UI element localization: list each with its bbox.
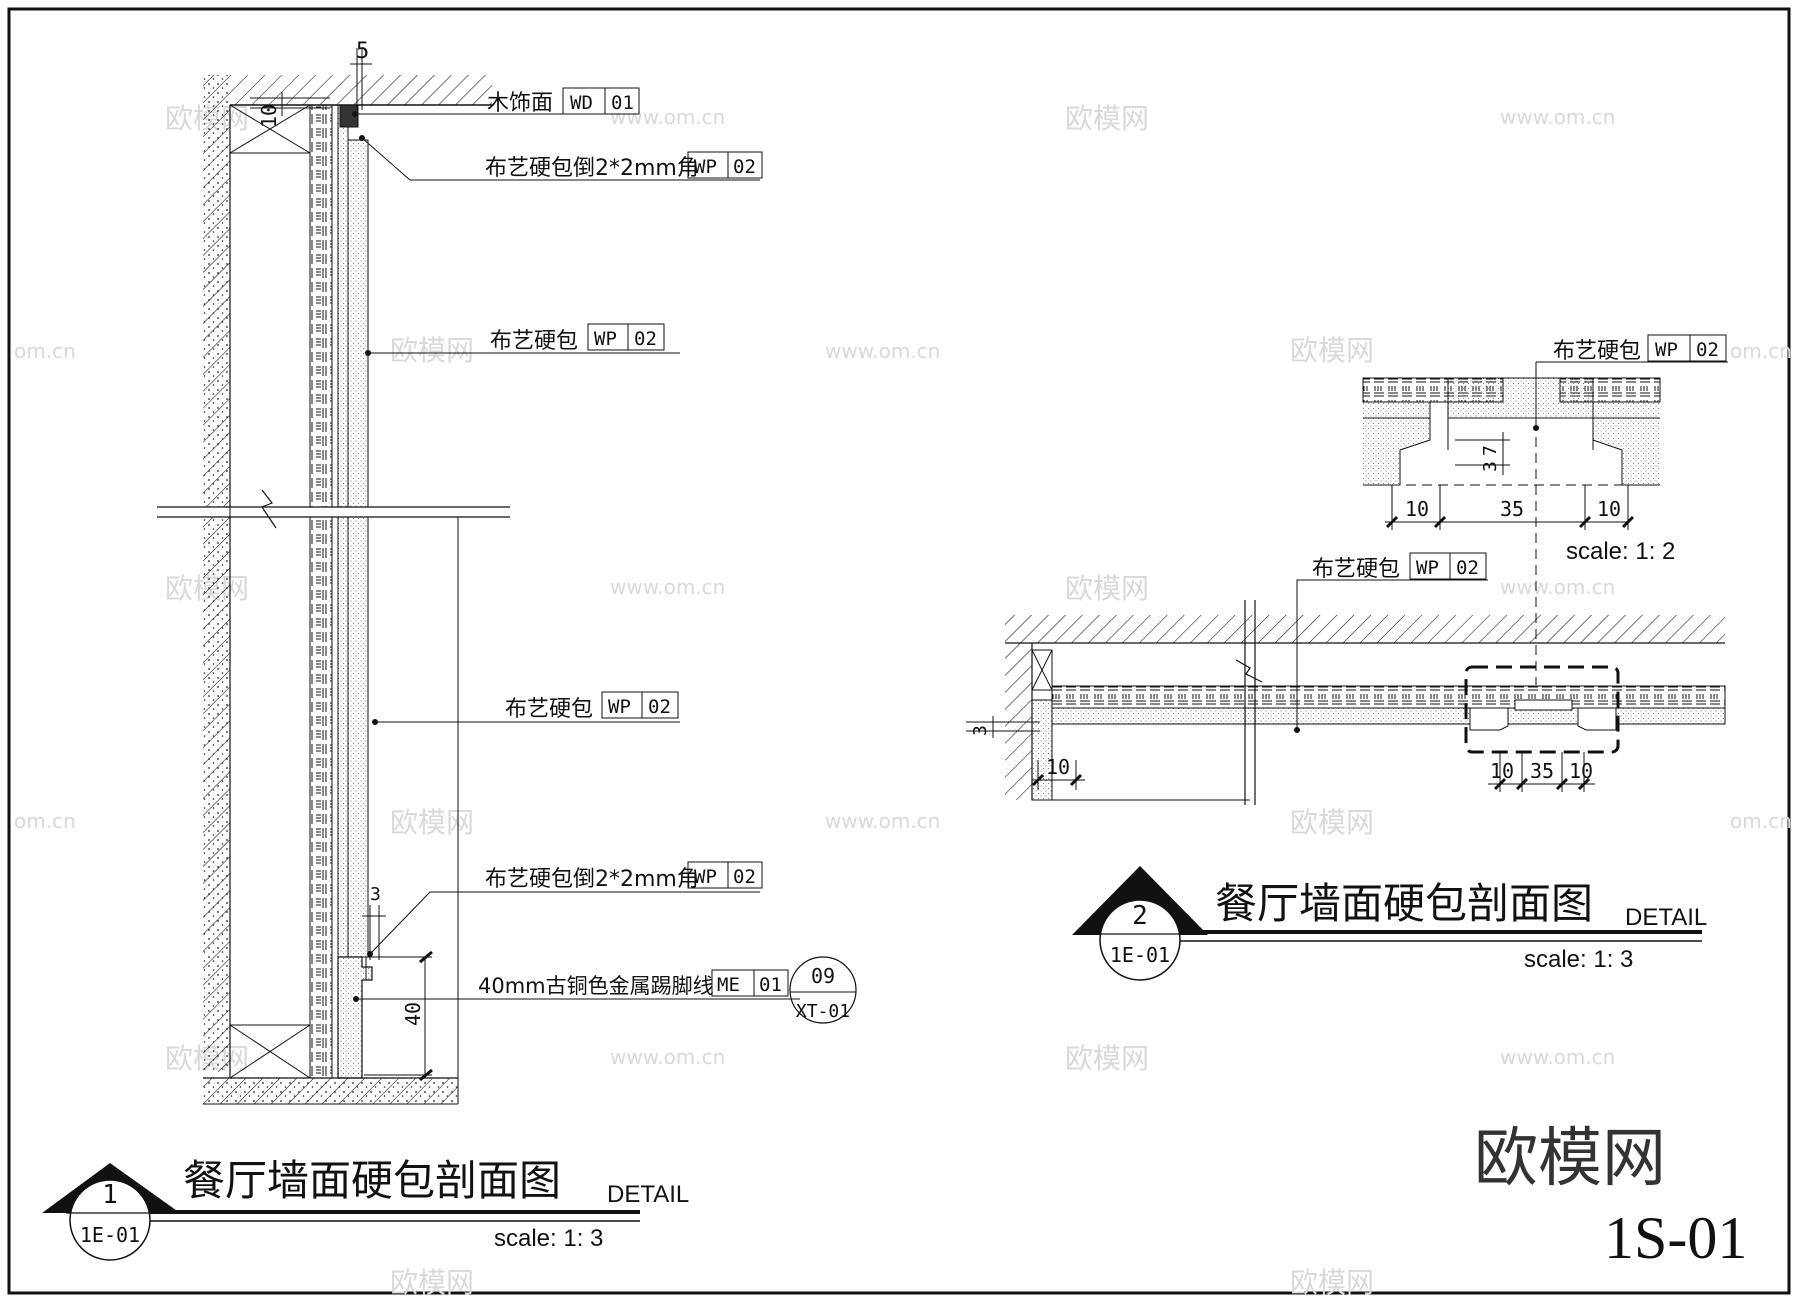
watermark-brand: 欧模网 bbox=[1290, 334, 1374, 367]
plywood-base-board bbox=[309, 516, 333, 1079]
material-num: 01 bbox=[611, 92, 634, 114]
callout-fabric-chamfer-bottom: 布艺硬包倒2*2mm角 WP 02 bbox=[485, 861, 763, 892]
callout-text: 布艺硬包 bbox=[490, 329, 578, 354]
dim-mid: 35 bbox=[1530, 759, 1554, 783]
watermark-brand: 欧模网 bbox=[390, 1266, 474, 1299]
detail-1-title-block: 1 1E-01 餐厅墙面硬包剖面图 DETAIL scale: 1: 3 bbox=[42, 1156, 689, 1261]
watermark-layer: 欧模网 欧模网 欧模网 欧模网 欧模网 欧模网 欧模网 欧模网 欧模网 欧模网 … bbox=[165, 102, 1374, 1299]
detail-sheet-ref: 1E-01 bbox=[1110, 943, 1170, 967]
callout-text: 布艺硬包倒2*2mm角 bbox=[485, 867, 699, 892]
material-num: 01 bbox=[759, 974, 782, 996]
enlarged-joint: 布艺硬包 WP 02 7 3 10 35 10 scale: 1: 2 bbox=[1362, 334, 1728, 685]
dim-gap-a: 7 bbox=[1480, 445, 1501, 456]
dim-reveal: 3 bbox=[370, 884, 381, 905]
dim-b: 10 bbox=[1569, 759, 1593, 783]
detail-2-section: 布艺硬包 WP 02 7 3 10 35 10 scale: 1: 2 bbox=[966, 334, 1728, 981]
material-tag: ME bbox=[717, 974, 740, 996]
material-num: 02 bbox=[648, 696, 671, 718]
dim-reveal: 3 bbox=[970, 725, 991, 736]
watermark-brand: 欧模网 bbox=[1065, 102, 1149, 135]
detail-title: 餐厅墙面硬包剖面图 bbox=[183, 1156, 561, 1205]
material-num: 02 bbox=[733, 156, 756, 178]
watermark-url: www.om.cn bbox=[825, 809, 940, 833]
detail-suffix: DETAIL bbox=[607, 1181, 689, 1208]
wood-trim bbox=[339, 104, 359, 128]
watermark-url: om.cn bbox=[14, 809, 76, 833]
callout-text: 布艺硬包倒2*2mm角 bbox=[485, 156, 699, 181]
dim-left: 10 bbox=[1405, 497, 1429, 521]
material-tag: WD bbox=[570, 92, 593, 114]
watermark-url: www.om.cn bbox=[825, 339, 940, 363]
watermark-url: om.cn bbox=[1730, 339, 1792, 363]
dim-left: 10 bbox=[1046, 755, 1070, 779]
metal-skirting bbox=[337, 956, 373, 1079]
detail-scale: scale: 1: 3 bbox=[1524, 946, 1633, 973]
detail-number: 1 bbox=[102, 1180, 118, 1210]
brand-logo: 欧模网 bbox=[1474, 1122, 1666, 1196]
detail-2-title-block: 2 1E-01 餐厅墙面硬包剖面图 DETAIL scale: 1: 3 bbox=[1072, 866, 1707, 981]
callout-text: 布艺硬包 bbox=[1312, 557, 1400, 582]
enlarged-scale: scale: 1: 2 bbox=[1566, 538, 1675, 565]
callout-fabric-chamfer-top: 布艺硬包倒2*2mm角 WP 02 bbox=[485, 151, 763, 181]
plywood-base-board bbox=[309, 104, 333, 508]
material-num: 02 bbox=[1696, 339, 1719, 361]
material-num: 02 bbox=[1456, 557, 1479, 579]
callout-fabric-lower: 布艺硬包 WP 02 bbox=[505, 691, 679, 722]
watermark-url: om.cn bbox=[14, 339, 76, 363]
dim-skirting: 40 bbox=[401, 1002, 425, 1026]
callout-skirting: 40mm古铜色金属踢脚线 ME 01 bbox=[478, 969, 789, 998]
dim-left: 10 bbox=[257, 104, 281, 128]
material-num: 02 bbox=[634, 328, 657, 350]
watermark-url: www.om.cn bbox=[610, 575, 725, 599]
material-tag: WP bbox=[594, 328, 617, 350]
material-num: 02 bbox=[733, 866, 756, 888]
detail-sheet-ref: 1E-01 bbox=[80, 1223, 140, 1247]
sheet-border bbox=[7, 7, 1791, 1295]
detail-suffix: DETAIL bbox=[1625, 904, 1707, 931]
plan-section: 布艺硬包 WP 02 3 10 bbox=[966, 552, 1726, 805]
reference-top: 09 bbox=[811, 964, 835, 988]
dim-gap-b: 3 bbox=[1480, 461, 1501, 472]
reference-bottom: XT-01 bbox=[796, 1001, 850, 1022]
material-tag: WP bbox=[694, 866, 717, 888]
detail-highlight-box bbox=[1464, 665, 1620, 754]
sheet-number: 1S-01 bbox=[1604, 1205, 1747, 1271]
material-tag: WP bbox=[1416, 557, 1439, 579]
dim-top: 5 bbox=[356, 39, 369, 64]
reference-bubble: 09 XT-01 bbox=[789, 956, 857, 1024]
watermark-brand: 欧模网 bbox=[1065, 572, 1149, 605]
watermark-brand: 欧模网 bbox=[390, 334, 474, 367]
fabric-panel bbox=[337, 104, 349, 508]
detail-1-section: 5 10 3 40 木饰面 bbox=[42, 39, 857, 1261]
callout-text: 布艺硬包 bbox=[505, 697, 593, 722]
callout-fabric-upper: 布艺硬包 WP 02 bbox=[490, 323, 665, 354]
callout-text: 40mm古铜色金属踢脚线 bbox=[478, 974, 714, 998]
material-tag: WP bbox=[1655, 339, 1678, 361]
watermark-url: www.om.cn bbox=[1500, 1045, 1615, 1069]
watermark-url-layer: www.om.cn www.om.cn www.om.cn www.om.cn … bbox=[14, 105, 1792, 1069]
ceiling-slab bbox=[230, 75, 492, 105]
detail-title: 餐厅墙面硬包剖面图 bbox=[1215, 879, 1593, 928]
watermark-url: www.om.cn bbox=[1500, 575, 1615, 599]
watermark-brand: 欧模网 bbox=[1290, 1266, 1374, 1299]
callout-wood-finish: 木饰面 WD 01 bbox=[487, 87, 640, 116]
watermark-brand: 欧模网 bbox=[1065, 1042, 1149, 1075]
watermark-brand: 欧模网 bbox=[1290, 806, 1374, 839]
material-tag: WP bbox=[608, 696, 631, 718]
dim-mid: 35 bbox=[1500, 497, 1524, 521]
watermark-url: om.cn bbox=[1730, 809, 1792, 833]
watermark-url: www.om.cn bbox=[610, 1045, 725, 1069]
detail-scale: scale: 1: 3 bbox=[494, 1225, 603, 1252]
material-tag: WP bbox=[694, 156, 717, 178]
dim-right: 10 bbox=[1597, 497, 1621, 521]
callout-text: 木饰面 bbox=[487, 91, 553, 116]
dim-a: 10 bbox=[1490, 759, 1514, 783]
watermark-brand: 欧模网 bbox=[390, 806, 474, 839]
callout-text: 布艺硬包 bbox=[1553, 339, 1641, 364]
watermark-url: www.om.cn bbox=[610, 105, 725, 129]
detail-number: 2 bbox=[1132, 901, 1148, 931]
fabric-panel bbox=[337, 516, 349, 958]
watermark-url: www.om.cn bbox=[1500, 105, 1615, 129]
